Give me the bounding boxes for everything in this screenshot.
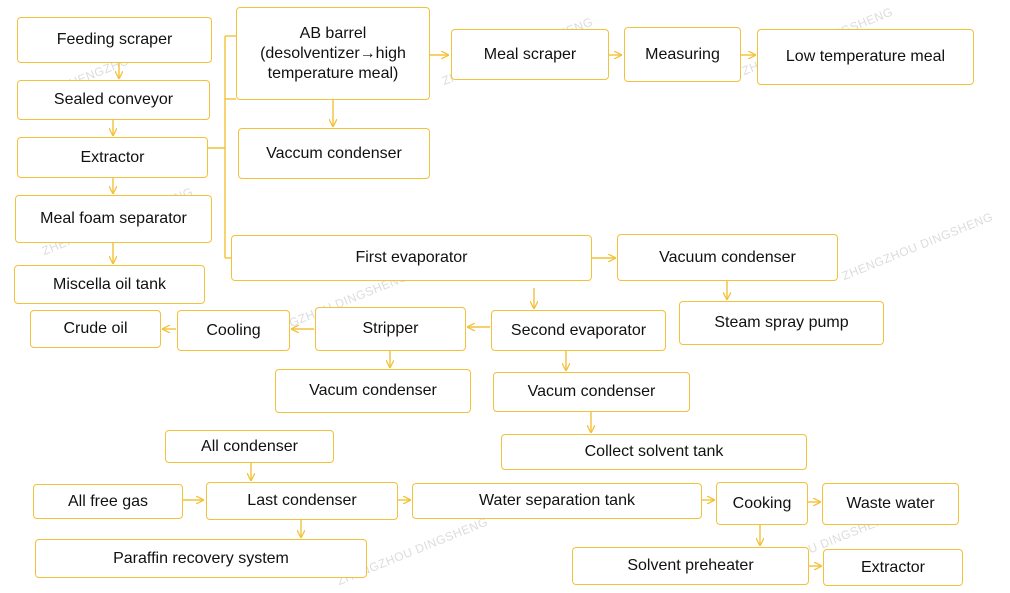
node-label: Vacum condenser — [527, 383, 656, 400]
node-label: Last condenser — [247, 492, 357, 509]
all-free-gas-node: All free gas — [33, 484, 183, 519]
node-label: Measuring — [645, 45, 720, 63]
node-label: AB barrel (desolventizer→high temperatur… — [260, 24, 406, 82]
steam-spray-pump-node: Steam spray pump — [679, 301, 884, 345]
ab-barrel-node: AB barrel (desolventizer→high temperatur… — [236, 7, 430, 100]
miscella-oil-tank-node: Miscella oil tank — [14, 265, 205, 304]
node-label: Meal foam separator — [40, 210, 187, 227]
water-separation-tank-node: Water separation tank — [412, 483, 702, 519]
node-label: Vaccum condenser — [266, 144, 402, 162]
low-temperature-meal-node: Low temperature meal — [757, 29, 974, 85]
node-label: All condenser — [201, 437, 298, 455]
measuring-node: Measuring — [624, 27, 741, 82]
meal-scraper-node: Meal scraper — [451, 29, 609, 80]
node-label: Extractor — [860, 558, 925, 576]
vacum-condenser-stripper-node: Vacum condenser — [275, 369, 471, 413]
vaccum-condenser-node: Vaccum condenser — [238, 128, 430, 179]
node-label: Feeding scraper — [56, 31, 173, 48]
node-label: Waste water — [846, 495, 935, 512]
node-label: All free gas — [67, 492, 149, 510]
vacuum-condenser-node: Vacuum condenser — [617, 234, 838, 281]
node-label: Stripper — [362, 320, 419, 337]
node-label: Sealed conveyor — [53, 91, 174, 108]
extractor-node: Extractor — [17, 137, 208, 178]
crude-oil-node: Crude oil — [30, 310, 161, 348]
node-label: Cooking — [732, 494, 792, 512]
node-label: First evaporator — [355, 249, 468, 266]
collect-solvent-tank-node: Collect solvent tank — [501, 434, 807, 470]
extractor-2-node: Extractor — [823, 549, 963, 586]
second-evaporator-node: Second evaporator — [491, 310, 666, 351]
last-condenser-node: Last condenser — [206, 482, 398, 520]
stripper-node: Stripper — [315, 307, 466, 351]
node-label: Collect solvent tank — [584, 443, 724, 460]
node-label: Meal scraper — [483, 45, 577, 63]
sealed-conveyor-node: Sealed conveyor — [17, 80, 210, 120]
paraffin-recovery-system-node: Paraffin recovery system — [35, 539, 367, 578]
waste-water-node: Waste water — [822, 483, 959, 525]
cooling-node: Cooling — [177, 310, 290, 351]
node-label: Paraffin recovery system — [113, 549, 289, 567]
node-label: Solvent preheater — [627, 557, 754, 574]
all-condenser-node: All condenser — [165, 430, 334, 463]
feeding-scraper-node: Feeding scraper — [17, 17, 212, 63]
node-label: Crude oil — [63, 320, 128, 337]
node-label: Vacuum condenser — [659, 248, 796, 266]
meal-foam-separator-node: Meal foam separator — [15, 195, 212, 243]
node-label: Miscella oil tank — [53, 275, 166, 293]
watermark: ZHENGZHOU DINGSHENG — [840, 209, 995, 283]
node-label: Cooling — [206, 321, 261, 339]
vacum-condenser-second-node: Vacum condenser — [493, 372, 690, 412]
node-label: Extractor — [80, 148, 145, 166]
first-evaporator-node: First evaporator — [231, 235, 592, 281]
node-label: Steam spray pump — [714, 314, 849, 331]
node-label: Low temperature meal — [785, 48, 946, 65]
node-label: Vacum condenser — [309, 382, 437, 399]
node-label: Water separation tank — [479, 492, 635, 509]
solvent-preheater-node: Solvent preheater — [572, 547, 809, 585]
cooking-node: Cooking — [716, 482, 808, 525]
node-label: Second evaporator — [510, 321, 647, 339]
